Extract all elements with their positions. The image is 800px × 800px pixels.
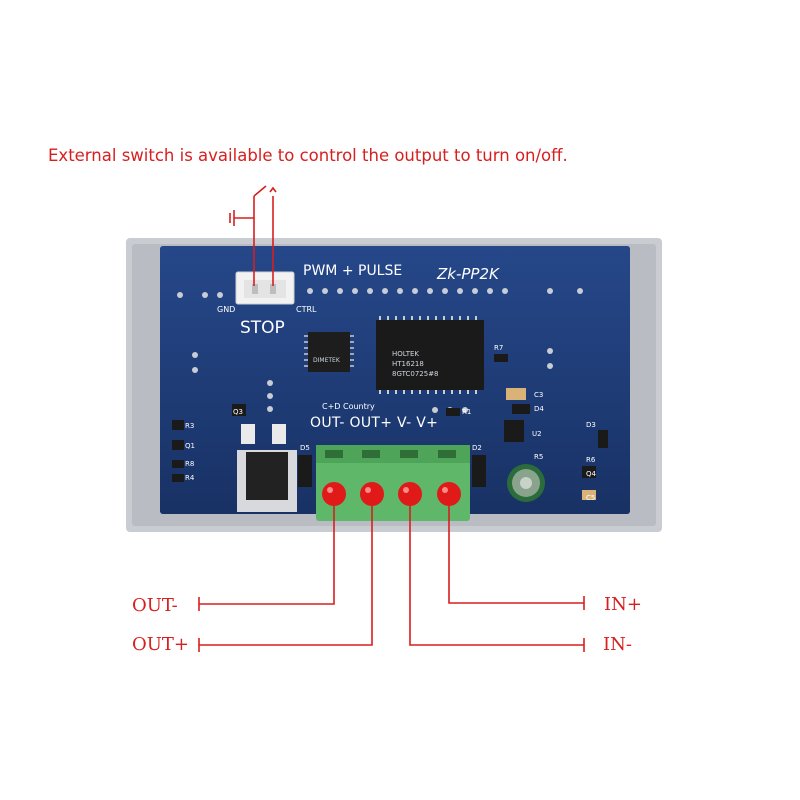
label-in-minus: IN- xyxy=(603,634,632,655)
designator-r3: R3 xyxy=(185,422,195,430)
pcb-stop-label: STOP xyxy=(240,318,285,338)
designator-q3: Q3 xyxy=(233,408,243,416)
pcb-ctrl-label: CTRL xyxy=(296,305,317,314)
screw-v-minus xyxy=(398,482,422,506)
component-u2 xyxy=(504,420,524,442)
header-holes xyxy=(177,288,583,413)
component-r4 xyxy=(172,474,184,482)
wire-in-minus xyxy=(409,506,584,646)
main-ic-pins xyxy=(379,316,477,394)
designator-r7: R7 xyxy=(494,344,504,352)
component-q4 xyxy=(582,466,596,478)
terminal-wires xyxy=(198,506,585,652)
small-ic xyxy=(308,332,350,372)
chip-text-line3: 8GTC0725#8 xyxy=(392,370,439,378)
mosfet-body xyxy=(246,452,288,500)
component-d5 xyxy=(298,455,312,487)
pcb-gnd-label: GND xyxy=(217,305,236,314)
wire-out-minus xyxy=(199,506,335,605)
component-c5 xyxy=(582,490,596,500)
label-in-plus: IN+ xyxy=(604,594,642,615)
designator-q4: Q4 xyxy=(586,470,596,478)
small-chip-text: DIMETEK xyxy=(313,357,340,364)
main-ic xyxy=(376,320,484,390)
wire-out-plus xyxy=(199,506,373,646)
chip-text-line1: HOLTEK xyxy=(392,350,419,358)
designator-r4: R4 xyxy=(185,474,195,482)
designator-q1: Q1 xyxy=(185,442,195,450)
designator-u2: U2 xyxy=(532,430,542,438)
designator-d3: D3 xyxy=(586,421,596,429)
designator-r1: R1 xyxy=(462,408,472,416)
component-r1 xyxy=(446,408,460,416)
switch-icon xyxy=(253,185,277,197)
screw-v-plus xyxy=(437,482,461,506)
component-d4 xyxy=(512,404,530,414)
switch-wires xyxy=(253,196,274,286)
designator-r5: R5 xyxy=(534,453,544,461)
designator-d2: D2 xyxy=(472,444,482,452)
pcb-terminal-labels: OUT- OUT+ V- V+ xyxy=(310,415,439,431)
component-d3 xyxy=(598,430,608,448)
component-c3 xyxy=(506,388,526,400)
screw-out-minus xyxy=(322,482,346,506)
ground-icon xyxy=(229,210,254,226)
component-d2 xyxy=(472,455,486,487)
pcb-pwm-label: PWM + PULSE xyxy=(303,263,403,279)
terminal-screws xyxy=(322,482,461,506)
designator-r6: R6 xyxy=(586,456,596,464)
designator-d4: D4 xyxy=(534,405,544,413)
component-r7 xyxy=(494,354,508,362)
screw-out-plus xyxy=(360,482,384,506)
caption: External switch is available to control … xyxy=(48,146,568,165)
pcb-maker-label: C+D Country xyxy=(322,402,375,411)
designator-d5: D5 xyxy=(300,444,310,452)
designator-c5: C5 xyxy=(586,494,596,502)
wire-in-plus xyxy=(448,506,584,604)
pcb-model-label: Zk-PP2K xyxy=(437,265,499,283)
label-out-plus: OUT+ xyxy=(132,634,190,655)
designator-r8: R8 xyxy=(185,460,195,468)
chip-text-line2: HT16218 xyxy=(392,360,424,368)
component-q1 xyxy=(172,440,184,450)
label-out-minus: OUT- xyxy=(132,595,178,616)
component-q3 xyxy=(232,404,246,416)
component-r3 xyxy=(172,420,184,430)
designator-c3: C3 xyxy=(534,391,544,399)
component-r8 xyxy=(172,460,184,468)
terminal-block xyxy=(316,445,470,521)
